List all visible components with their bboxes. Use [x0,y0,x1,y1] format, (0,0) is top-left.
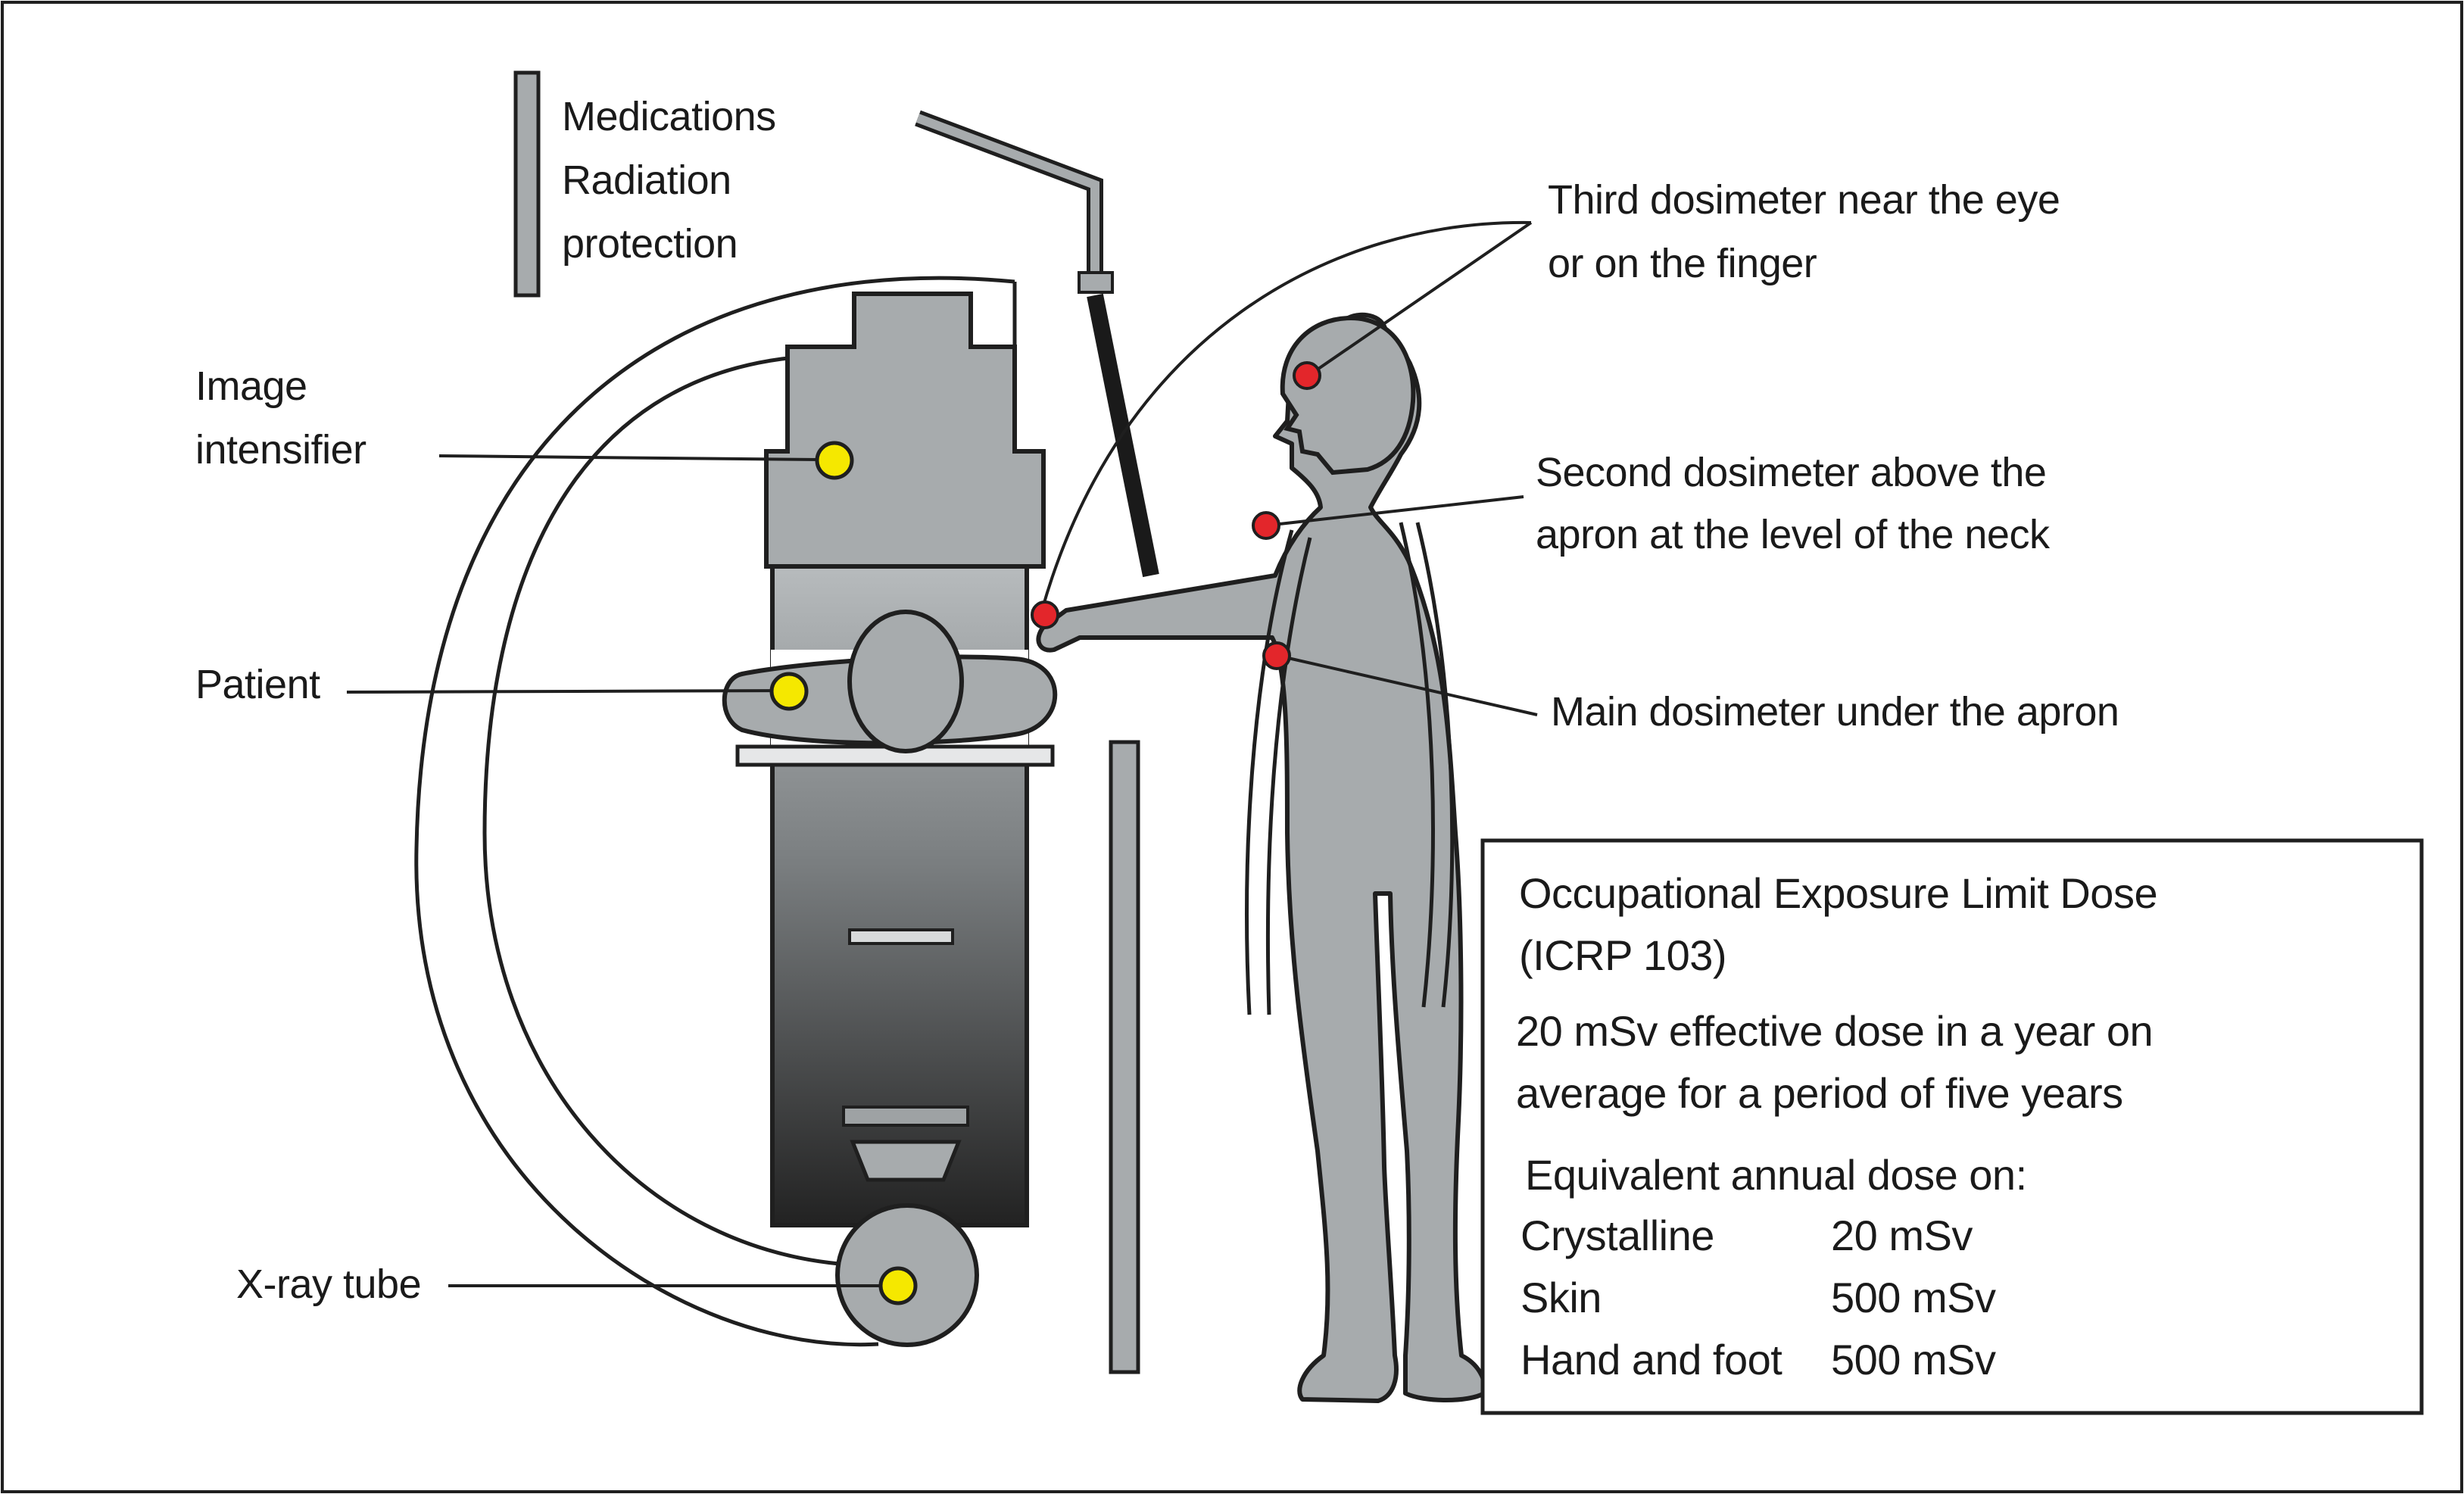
marker-xray-tube [878,1266,918,1305]
limits-organ-hand-foot: Hand and foot [1521,1336,1783,1383]
operator-figure [1036,312,1487,1403]
label-third-dosimeter-2: or on the finger [1548,241,1817,286]
marker-main-dosimeter [1262,641,1291,670]
label-third-dosimeter-1: Third dosimeter near the eye [1548,177,2060,223]
shield-joint [1078,271,1114,294]
operator-head [1280,315,1416,476]
label-intensifier: intensifier [195,427,366,473]
apron-front-inner [1265,537,1312,1015]
marker-second-dosimeter [1252,511,1280,540]
patient-head [847,610,964,753]
limits-organ-crystalline: Crystalline [1521,1212,1714,1259]
limits-organ-skin: Skin [1521,1274,1602,1321]
limits-dose-skin: 500 mSv [1831,1274,1996,1321]
c-arm-inner [482,355,849,1267]
label-second-dosimeter-2: apron at the level of the neck [1536,512,2050,557]
limits-dose-hand-foot: 500 mSv [1831,1336,1996,1383]
column-slot [848,928,954,945]
label-main-dosimeter: Main dosimeter under the apron [1551,689,2119,735]
marker-patient [769,672,809,711]
apron-front-outer [1245,529,1294,1015]
xray-tube-neck [850,1140,962,1182]
limits-title-2: (ICRP 103) [1519,931,1727,979]
leader-third-eye [1307,221,1533,377]
leader-patient [346,689,788,694]
protection-bar [513,70,541,298]
image-intensifier [764,292,1046,569]
label-medications: Medications [562,94,776,139]
label-xray-tube: X-ray tube [236,1262,422,1307]
leader-main [1277,654,1538,716]
limits-effective-2: average for a period of five years [1516,1069,2123,1117]
limits-effective-1: 20 mSv effective dose in a year on [1516,1007,2154,1055]
label-patient: Patient [195,662,320,707]
apron-back-inner [1399,522,1435,1008]
marker-third-dosimeter [1293,361,1321,390]
shield-arm-outline [915,110,1103,286]
shield-arm [915,114,1099,286]
limits-box [1480,838,2424,1415]
leader-third-finger [1040,220,1532,611]
label-protection: protection [562,221,738,267]
label-radiation: Radiation [562,158,731,203]
marker-finger-dosimeter [1031,600,1059,629]
c-arm-outer [414,276,1015,1347]
apron-back-outer [1415,522,1455,1008]
floor-shield [1109,740,1140,1374]
tube-mount [842,1106,969,1127]
marker-image-intensifier [815,441,854,480]
leader-image-intensifier [438,454,820,461]
leader-second [1265,495,1524,527]
label-second-dosimeter-1: Second dosimeter above the [1536,450,2047,495]
limits-title-1: Occupational Exposure Limit Dose [1519,869,2158,917]
label-image: Image [195,363,307,409]
limits-dose-crystalline: 20 mSv [1831,1212,1973,1259]
limits-equivalent-heading: Equivalent annual dose on: [1525,1151,2027,1199]
